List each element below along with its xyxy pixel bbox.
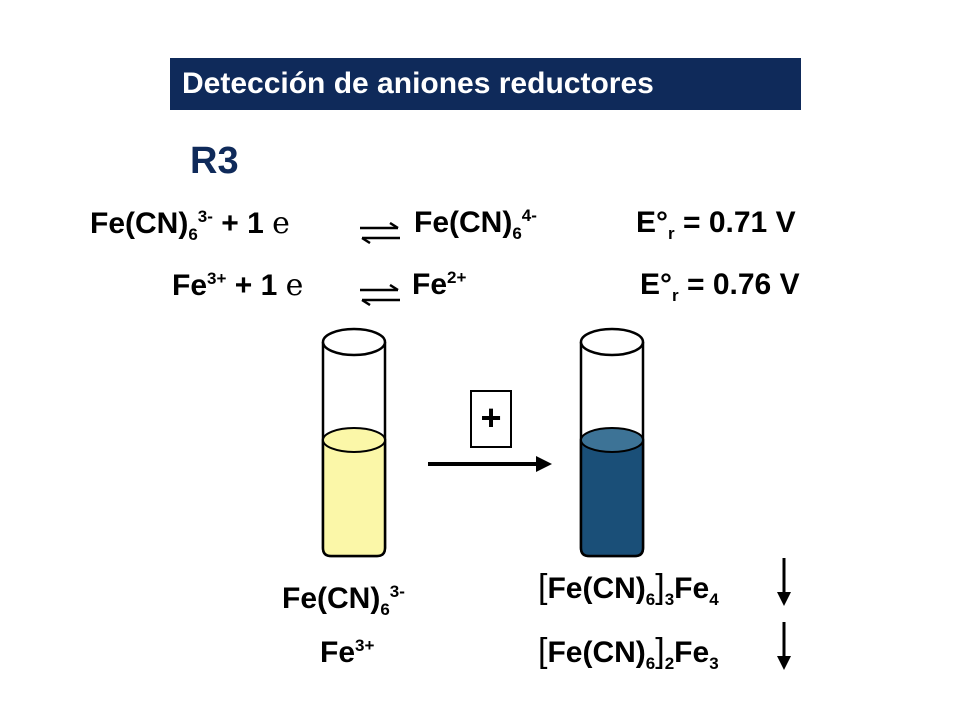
test-tube-right bbox=[579, 327, 645, 558]
precipitate-arrow-icon bbox=[777, 558, 791, 606]
precipitate-arrow-icon bbox=[777, 622, 791, 670]
reagent-plus-box: + bbox=[470, 390, 512, 448]
right-tube-label-1: [Fe(CN)6]3Fe4 bbox=[538, 568, 719, 609]
equation-1-lhs: Fe(CN)63- + 1 e bbox=[90, 206, 290, 244]
title-banner: Detección de aniones reductores bbox=[170, 58, 801, 110]
left-tube-label-1: Fe(CN)63- bbox=[282, 582, 405, 619]
equilibrium-arrows-icon bbox=[360, 222, 400, 244]
reaction-arrow-icon bbox=[428, 456, 552, 472]
electron-symbol: e bbox=[285, 268, 304, 303]
electron-symbol: e bbox=[272, 206, 290, 241]
left-tube-label-2: Fe3+ bbox=[320, 636, 375, 669]
equation-2-rhs: Fe2+ bbox=[412, 268, 467, 301]
equation-1-potential: E°r = 0.71 V bbox=[636, 206, 796, 243]
equation-2-lhs: Fe3+ + 1 e bbox=[172, 268, 304, 303]
equation-1-rhs: Fe(CN)64- bbox=[414, 206, 537, 243]
test-tube-left bbox=[321, 327, 387, 558]
equilibrium-arrows-icon bbox=[360, 284, 400, 306]
equation-2-potential: E°r = 0.76 V bbox=[640, 268, 800, 305]
reaction-id: R3 bbox=[190, 140, 239, 182]
right-tube-label-2: [Fe(CN)6]2Fe3 bbox=[538, 632, 719, 673]
